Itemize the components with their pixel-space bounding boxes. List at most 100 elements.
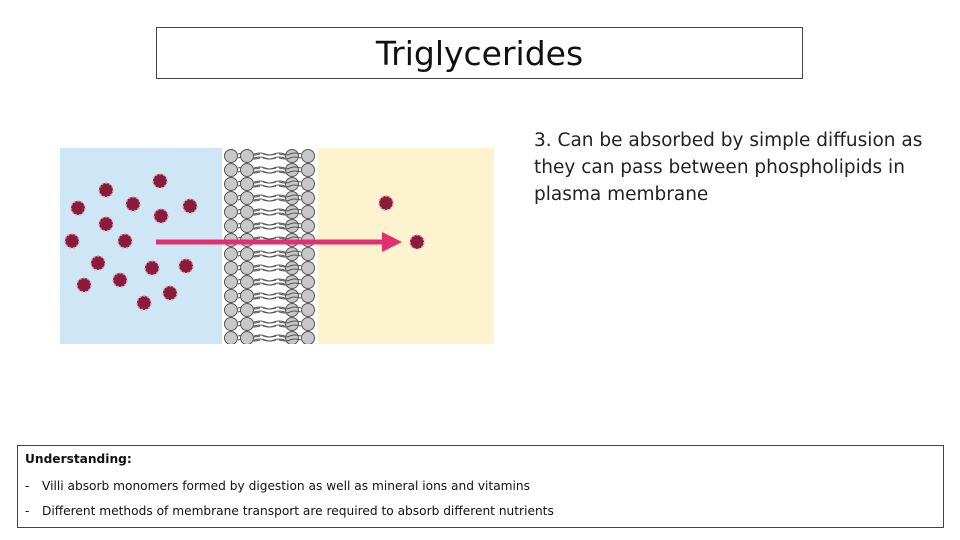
extracellular-region: [60, 148, 222, 344]
phospholipid-head: [285, 177, 299, 191]
triglyceride-molecule: [98, 216, 114, 232]
phospholipid-head: [224, 331, 238, 344]
fatty-acid-tail: [262, 296, 286, 300]
phospholipid-head: [240, 247, 254, 261]
fatty-acid-tail: [262, 184, 286, 188]
fatty-acid-tail: [278, 338, 302, 342]
triglyceride-molecule: [90, 255, 106, 271]
triglyceride-molecule: [98, 182, 114, 198]
understanding-box: Understanding: - Villi absorb monomers f…: [17, 445, 944, 528]
understanding-item-1: Villi absorb monomers formed by digestio…: [42, 479, 530, 493]
diffusion-arrowhead: [382, 232, 402, 252]
fatty-acid-tail: [262, 268, 286, 272]
fatty-acid-tail: [278, 282, 302, 286]
triglyceride-molecule: [117, 233, 133, 249]
phospholipid-head: [285, 289, 299, 303]
fatty-acid-tail: [262, 180, 286, 184]
fatty-acid-tail: [262, 306, 286, 310]
understanding-item-2: Different methods of membrane transport …: [42, 504, 554, 518]
phospholipid-head: [285, 317, 299, 331]
phospholipid-head: [240, 149, 254, 163]
fatty-acid-tail: [278, 292, 302, 296]
phospholipid-head: [301, 191, 315, 205]
diffusion-diagram: [60, 148, 494, 344]
phospholipid-head: [301, 275, 315, 289]
fatty-acid-tail: [262, 292, 286, 296]
fatty-acid-tail: [278, 208, 302, 212]
fatty-acid-tail: [278, 236, 302, 240]
fatty-acid-tail: [262, 226, 286, 230]
fatty-acid-tail: [278, 194, 302, 198]
phospholipid-head: [224, 219, 238, 233]
phospholipid-head: [301, 317, 315, 331]
fatty-acid-tail: [262, 198, 286, 202]
phospholipid-head: [301, 247, 315, 261]
fatty-acid-tail: [278, 264, 302, 268]
phospholipid-head: [285, 163, 299, 177]
phospholipid-head: [240, 317, 254, 331]
phospholipid-head: [285, 303, 299, 317]
phospholipid-head: [285, 149, 299, 163]
fatty-acid-tail: [262, 166, 286, 170]
fatty-acid-tail: [278, 250, 302, 254]
triglyceride-molecule: [125, 196, 141, 212]
triglyceride-molecule: [64, 233, 80, 249]
phospholipid-head: [285, 247, 299, 261]
fatty-acid-tail: [278, 296, 302, 300]
fatty-acid-tail: [278, 254, 302, 258]
triglyceride-molecule: [144, 260, 160, 276]
fatty-acid-tail: [262, 310, 286, 314]
fatty-acid-tail: [262, 208, 286, 212]
phospholipid-head: [301, 177, 315, 191]
phospholipid-head: [285, 205, 299, 219]
phospholipid-head: [224, 317, 238, 331]
phospholipid-head: [224, 261, 238, 275]
phospholipid-head: [301, 149, 315, 163]
triglyceride-molecule: [162, 285, 178, 301]
phospholipid-head: [240, 163, 254, 177]
phospholipid-head: [240, 205, 254, 219]
fatty-acid-tail: [262, 320, 286, 324]
phospholipid-head: [301, 205, 315, 219]
phospholipid-head: [285, 261, 299, 275]
phospholipid-head: [240, 261, 254, 275]
fatty-acid-tail: [278, 334, 302, 338]
phospholipid-head: [224, 177, 238, 191]
title-box: Triglycerides: [156, 27, 803, 79]
fatty-acid-tail: [278, 324, 302, 328]
triglyceride-molecule: [153, 208, 169, 224]
list-item: - Different methods of membrane transpor…: [25, 504, 554, 518]
fatty-acid-tail: [278, 268, 302, 272]
phospholipid-head: [301, 163, 315, 177]
fatty-acid-tail: [278, 198, 302, 202]
phospholipid-head: [240, 191, 254, 205]
fatty-acid-tail: [262, 278, 286, 282]
phospholipid-head: [224, 163, 238, 177]
phospholipid-head: [224, 275, 238, 289]
triglyceride-molecule: [152, 173, 168, 189]
phospholipid-head: [285, 191, 299, 205]
fatty-acid-tail: [262, 254, 286, 258]
phospholipid-head: [224, 205, 238, 219]
phospholipid-head: [224, 149, 238, 163]
diffusion-point: 3. Can be absorbed by simple diffusion a…: [534, 130, 923, 205]
triglyceride-molecules: [64, 173, 425, 311]
fatty-acid-tail: [262, 282, 286, 286]
fatty-acid-tail: [278, 226, 302, 230]
triglyceride-molecule: [409, 234, 425, 250]
fatty-acid-tail: [262, 152, 286, 156]
phospholipid-head: [301, 261, 315, 275]
triglyceride-molecule: [378, 195, 394, 211]
phospholipid-head: [224, 303, 238, 317]
fatty-acid-tail: [278, 184, 302, 188]
phospholipid-head: [240, 289, 254, 303]
triglyceride-molecule: [112, 272, 128, 288]
list-item: - Villi absorb monomers formed by digest…: [25, 479, 530, 493]
fatty-acid-tail: [262, 222, 286, 226]
fatty-acid-tail: [278, 320, 302, 324]
fatty-acid-tail: [278, 310, 302, 314]
fatty-acid-tail: [262, 324, 286, 328]
fatty-acid-tail: [262, 236, 286, 240]
fatty-acid-tail: [262, 156, 286, 160]
fatty-acid-tail: [262, 194, 286, 198]
